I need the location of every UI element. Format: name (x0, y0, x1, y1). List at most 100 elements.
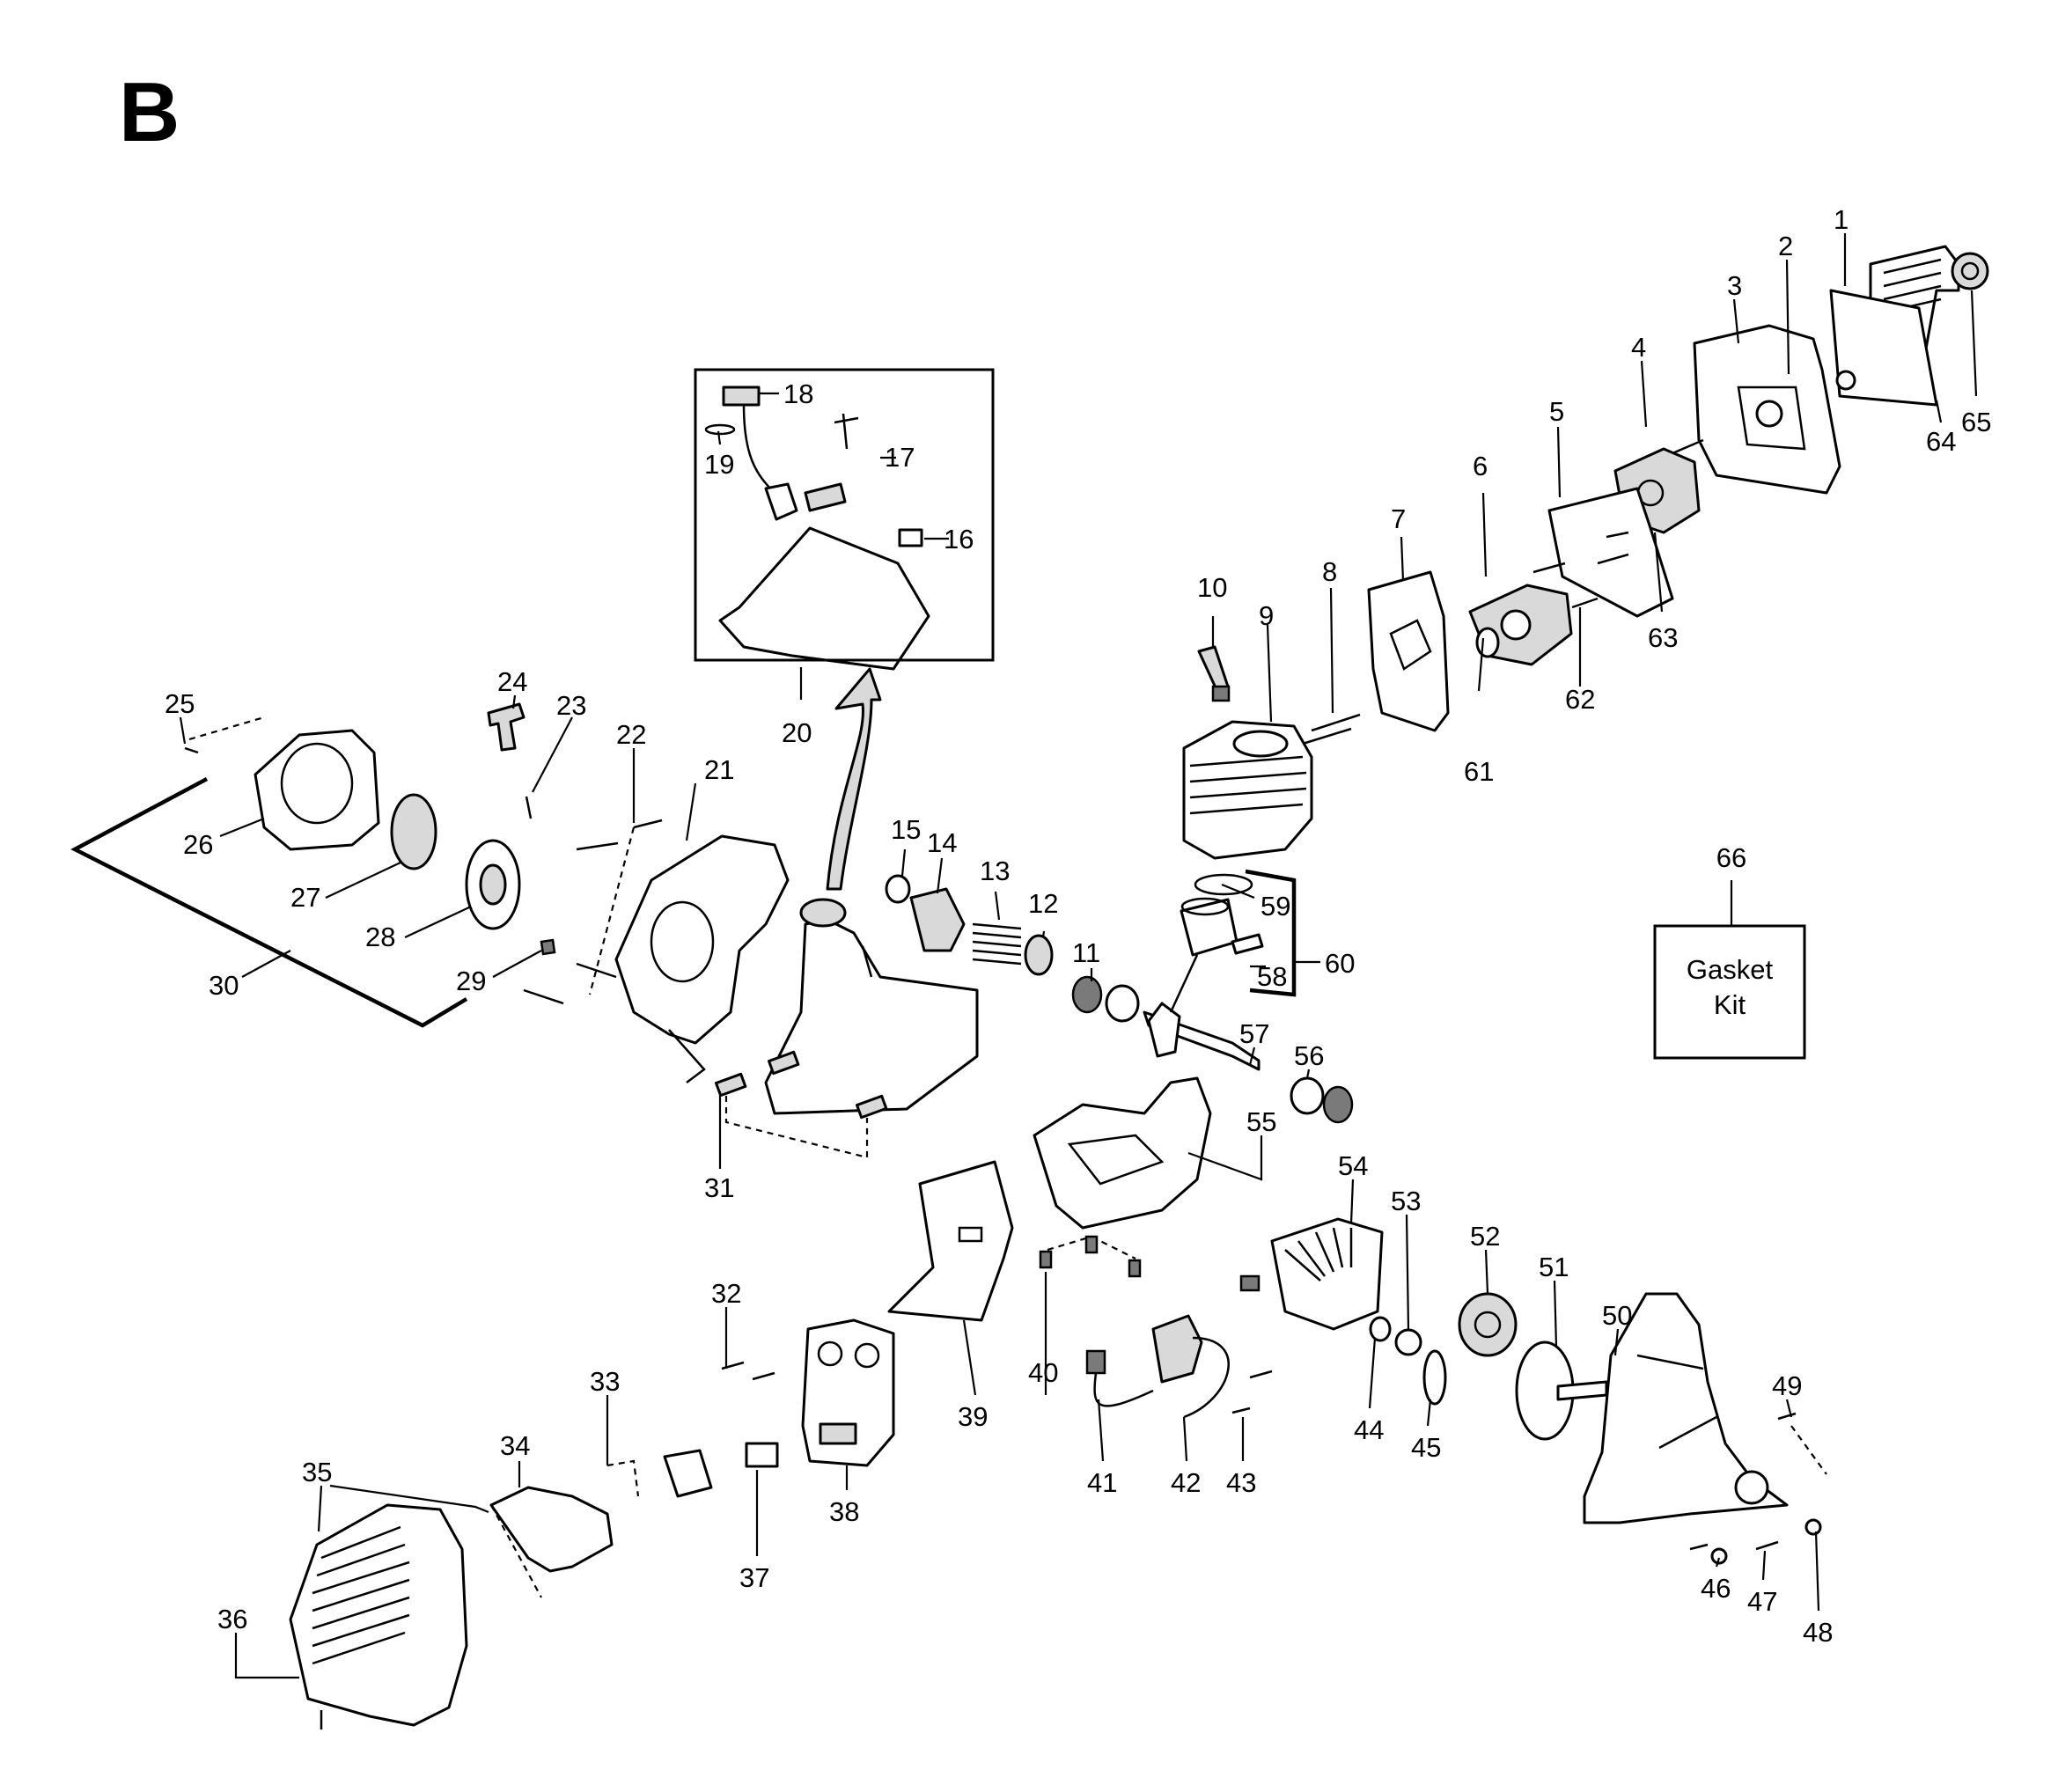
callout-20: 20 (782, 717, 812, 748)
callout-50: 50 (1602, 1300, 1632, 1331)
engine-housing-drawing (614, 834, 790, 1045)
recoil-cup-drawing (1024, 934, 1054, 976)
flywheel-drawing (1270, 1217, 1384, 1331)
spark-screen-drawing (745, 1442, 779, 1468)
callout-21: 21 (704, 754, 734, 785)
inset-bushing-drawing (898, 528, 923, 547)
bearing-drawing (1105, 984, 1140, 1023)
callout-52: 52 (1470, 1221, 1500, 1252)
starter-rope-drawing (525, 796, 533, 819)
callout-29: 29 (456, 966, 486, 996)
spark-arrester-drawing (663, 1449, 713, 1498)
crank-bearing-drawing (1290, 1076, 1325, 1115)
filter-knob-drawing (1951, 252, 1989, 290)
starter-assembly-bracket (70, 777, 468, 1028)
starter-housing-drawing (254, 729, 380, 851)
piston-assembly-bracket (1245, 869, 1297, 997)
piston-ring-drawing (1194, 873, 1253, 896)
callout-2: 2 (1778, 231, 1793, 261)
callout-41: 41 (1087, 1467, 1117, 1498)
callout-44: 44 (1354, 1414, 1384, 1445)
callout-57: 57 (1239, 1018, 1269, 1049)
callout-43: 43 (1226, 1467, 1256, 1498)
callout-30: 30 (209, 970, 239, 1001)
callout-53: 53 (1391, 1186, 1421, 1216)
callout-28: 28 (365, 922, 395, 952)
muffler-cover-drawing (489, 1486, 614, 1573)
cylinder-cover-drawing (289, 1503, 468, 1727)
callout-8: 8 (1322, 556, 1337, 587)
housing-long-screw-drawing (633, 819, 663, 829)
callout-5: 5 (1549, 396, 1564, 427)
recoil-spring-drawing (972, 922, 1022, 966)
callout-6: 6 (1473, 451, 1488, 481)
cylinder-drawing (1182, 720, 1313, 860)
callout-64: 64 (1926, 426, 1956, 457)
callout-47: 47 (1747, 1586, 1777, 1617)
callout-32: 32 (711, 1278, 741, 1309)
washer-44-drawing (1369, 1316, 1392, 1342)
washer-drawing (1835, 370, 1856, 391)
callout-7: 7 (1391, 503, 1406, 534)
callout-65: 65 (1961, 407, 1991, 437)
fuel-tank-inset-frame (694, 368, 995, 662)
callout-27: 27 (290, 882, 320, 913)
washer-45-drawing (1422, 1349, 1447, 1406)
callout-12: 12 (1028, 888, 1058, 919)
callout-55: 55 (1246, 1106, 1276, 1137)
callout-3: 3 (1727, 270, 1742, 301)
clutch-housing-drawing (1583, 1292, 1789, 1524)
callout-33: 33 (590, 1366, 620, 1397)
callout-18: 18 (783, 378, 813, 409)
o-ring-drawing (1475, 627, 1500, 658)
callout-59: 59 (1261, 891, 1290, 922)
inset-arrow-drawing (826, 667, 882, 891)
callout-19: 19 (704, 449, 734, 480)
callout-51: 51 (1539, 1252, 1569, 1282)
callout-26: 26 (183, 829, 213, 860)
callout-54: 54 (1338, 1150, 1368, 1181)
starter-screw-drawing (184, 746, 199, 754)
callout-16: 16 (944, 524, 974, 554)
seal-drawing (1071, 975, 1103, 1014)
callout-61: 61 (1464, 756, 1494, 787)
callout-23: 23 (556, 690, 586, 721)
callout-45: 45 (1411, 1432, 1441, 1463)
callout-56: 56 (1294, 1040, 1324, 1071)
callout-58: 58 (1257, 961, 1287, 992)
callout-66: 66 (1716, 842, 1746, 873)
callout-63: 63 (1648, 622, 1678, 653)
callout-15: 15 (891, 814, 921, 845)
starter-handle-drawing (487, 702, 526, 752)
callout-4: 4 (1631, 332, 1646, 363)
starter-spring-drawing (390, 793, 437, 870)
fuel-cap-ring-drawing (704, 423, 736, 436)
crankcase-drawing (1033, 1076, 1212, 1230)
callout-39: 39 (958, 1401, 988, 1432)
clutch-drawing (1458, 1292, 1518, 1357)
callout-11: 11 (1072, 937, 1100, 968)
ignition-lead-drawing (1093, 1372, 1154, 1407)
callout-31: 31 (704, 1172, 734, 1203)
assembly-brackets (70, 777, 1320, 1028)
callout-35: 35 (302, 1457, 332, 1487)
bushing-drawing (885, 874, 911, 904)
fuel-valve-drawing (834, 413, 859, 450)
gasket-kit-label-2: Kit (1714, 989, 1746, 1020)
callout-1: 1 (1834, 204, 1849, 235)
callout-13: 13 (980, 856, 1010, 886)
fuel-cap-drawing (722, 386, 761, 407)
callout-37: 37 (739, 1562, 769, 1593)
housing-screw-drawing (1689, 1543, 1709, 1551)
spacer-drawing (1394, 1328, 1422, 1356)
callout-48: 48 (1803, 1617, 1833, 1648)
gasket-kit-box (1653, 924, 1806, 1060)
callout-34: 34 (500, 1430, 530, 1461)
callout-40: 40 (1028, 1357, 1058, 1388)
callout-46: 46 (1701, 1573, 1731, 1604)
insulator-plate-drawing (1367, 570, 1450, 732)
pulley-screw-drawing (540, 938, 556, 956)
callout-14: 14 (927, 827, 957, 858)
callout-10: 10 (1197, 572, 1227, 603)
